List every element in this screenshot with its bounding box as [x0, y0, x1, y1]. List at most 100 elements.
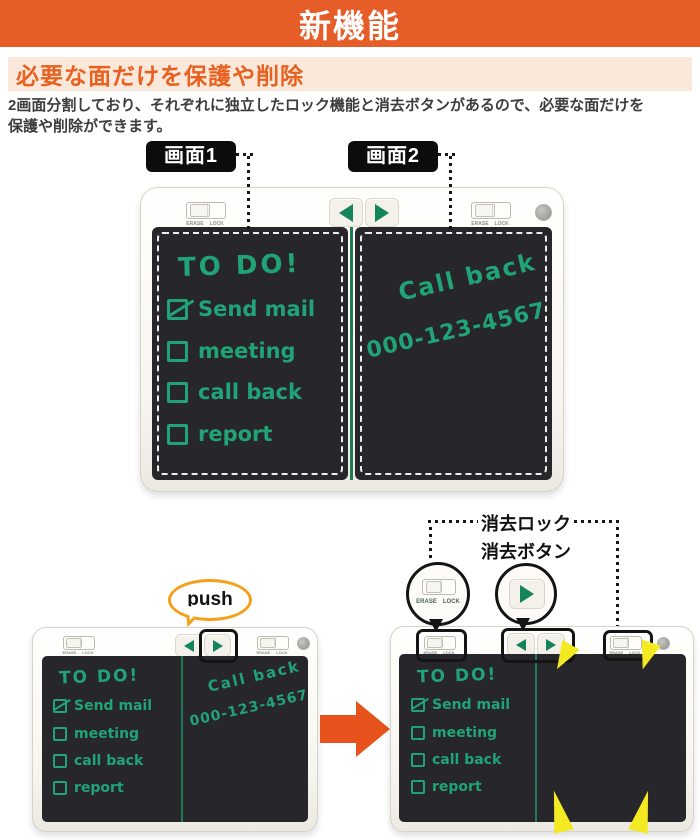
erase-lock-switch-left	[63, 636, 95, 650]
section-heading: 必要な面だけを保護や削除	[8, 57, 692, 91]
check-mark	[410, 697, 430, 711]
screen1-dotted-line-v	[247, 156, 250, 230]
todo-label: call back	[198, 380, 302, 404]
memo-line-2: 000-123-4567	[364, 298, 549, 364]
todo-item: meeting	[167, 339, 296, 363]
todo-item: report	[411, 779, 482, 795]
todo-label: report	[198, 422, 273, 446]
tablet-after: ERASE LOCK ERASE LOCK TO DO! Send mail	[390, 626, 694, 834]
right-triangle-icon	[375, 203, 389, 222]
erase-button-magnifier-pointer	[516, 618, 530, 631]
section-heading-text: 必要な面だけを保護や削除	[16, 63, 304, 89]
right-triangle-icon	[546, 638, 556, 651]
left-triangle-icon	[339, 203, 353, 222]
tablet-main: ERASE LOCK ERASE LOCK TO DO! Send mail	[140, 187, 564, 492]
switch-caption-left: ERASE LOCK	[423, 650, 455, 655]
todo-item: call back	[167, 380, 302, 404]
checkbox	[53, 754, 67, 768]
todo-item: meeting	[411, 725, 497, 741]
todo-title: TO DO!	[416, 664, 498, 688]
checkbox	[411, 753, 425, 767]
transition-arrow-head	[356, 701, 390, 757]
erase-caption: ERASE	[186, 221, 204, 227]
screen-1: TO DO! Send mail meeting call back repor…	[152, 227, 348, 480]
todo-label: Send mail	[198, 297, 316, 321]
checkbox	[167, 423, 188, 445]
memo-line-2: 000-123-4567	[188, 686, 308, 730]
switch-right-highlight	[603, 630, 653, 661]
erase-lock-dotted-left	[428, 520, 478, 523]
checkbox	[53, 727, 67, 741]
erase-lock-switch-right	[471, 202, 511, 219]
erase-button-right-screen	[365, 198, 399, 227]
power-indicator	[297, 637, 310, 650]
switch-caption-left: ERASE LOCK	[62, 650, 94, 655]
erase-button-zoom	[509, 579, 545, 609]
todo-item: meeting	[53, 726, 139, 742]
check-mark	[167, 298, 195, 318]
body-line-2: 保護や削除ができます。	[8, 118, 172, 136]
erase-lock-dotted-right	[574, 520, 620, 523]
todo-label: meeting	[198, 339, 296, 363]
screen-divider-line	[350, 227, 353, 480]
screen1-dotted-line-h	[236, 153, 253, 156]
screen2-dotted-line-h	[438, 153, 455, 156]
section-body: 2画面分割しており、それぞれに独立したロック機能と消去ボタンがあるので、必要な面…	[8, 95, 696, 138]
push-label: push	[187, 589, 233, 610]
power-indicator	[657, 637, 670, 650]
todo-item: call back	[53, 753, 143, 769]
erase-buttons-highlight	[501, 628, 575, 663]
erase-button-label: 消去ボタン	[481, 542, 571, 562]
switch-caption-right: ERASE LOCK	[256, 650, 288, 655]
todo-item: call back	[411, 752, 501, 768]
checkbox-checked	[52, 698, 72, 713]
screen-combined: TO DO! Send mail meeting call back repor…	[399, 654, 686, 822]
switch-caption-left: ERASE LOCK	[175, 221, 235, 227]
todo-title: TO DO!	[177, 248, 301, 284]
todo-title: TO DO!	[58, 665, 140, 689]
checkbox	[53, 781, 67, 795]
power-indicator	[535, 204, 552, 221]
screen-2: Call back 000-123-4567	[355, 227, 552, 480]
todo-item: report	[53, 780, 124, 796]
erase-lock-dotted-down-right	[616, 527, 619, 626]
lock-caption: LOCK	[494, 221, 509, 227]
checkbox	[411, 726, 425, 740]
checkbox	[411, 780, 425, 794]
screen-divider-line	[181, 656, 183, 822]
todo-item: Send mail	[410, 697, 510, 713]
right-triangle-icon	[212, 639, 223, 652]
transition-arrow	[320, 715, 357, 743]
push-bubble-tail-fill	[185, 605, 202, 623]
left-triangle-icon	[516, 638, 526, 651]
screen-combined: TO DO! Send mail meeting call back repor…	[42, 656, 308, 822]
erase-caption: ERASE	[471, 221, 489, 227]
erase-lock-switch-left	[186, 202, 226, 219]
tablet-before: ERASE LOCK ERASE LOCK TO DO! Send mail	[32, 627, 318, 832]
erase-button-magnifier	[495, 563, 557, 625]
lock-caption: LOCK	[209, 221, 224, 227]
check-mark	[52, 698, 72, 712]
switch-caption-right: ERASE LOCK	[609, 650, 641, 655]
erase-button-left-screen	[507, 633, 535, 656]
left-triangle-icon	[183, 639, 194, 652]
switch-left-highlight	[416, 629, 467, 662]
push-target-highlight	[199, 629, 238, 663]
erase-button-left-screen	[329, 198, 363, 227]
push-bubble: push	[168, 579, 252, 621]
right-triangle-icon	[520, 585, 534, 603]
body-line-1: 2画面分割しており、それぞれに独立したロック機能と消去ボタンがあるので、必要な面…	[8, 97, 645, 114]
banner-title: 新機能	[298, 7, 401, 44]
erase-lock-dotted-down-left	[429, 527, 432, 562]
erase-lock-switch-right	[257, 636, 289, 650]
screen-divider-line	[535, 654, 537, 822]
screen1-badge: 画面1	[146, 141, 236, 172]
checkbox	[167, 381, 188, 403]
switch-magnifier: ERASE LOCK	[406, 562, 470, 626]
switch-caption-right: ERASE LOCK	[460, 221, 520, 227]
switch-magnifier-pointer	[429, 619, 443, 632]
screen2-dotted-line-v	[449, 156, 452, 230]
todo-item: Send mail	[52, 698, 152, 714]
erase-lock-switch-left	[424, 636, 456, 650]
